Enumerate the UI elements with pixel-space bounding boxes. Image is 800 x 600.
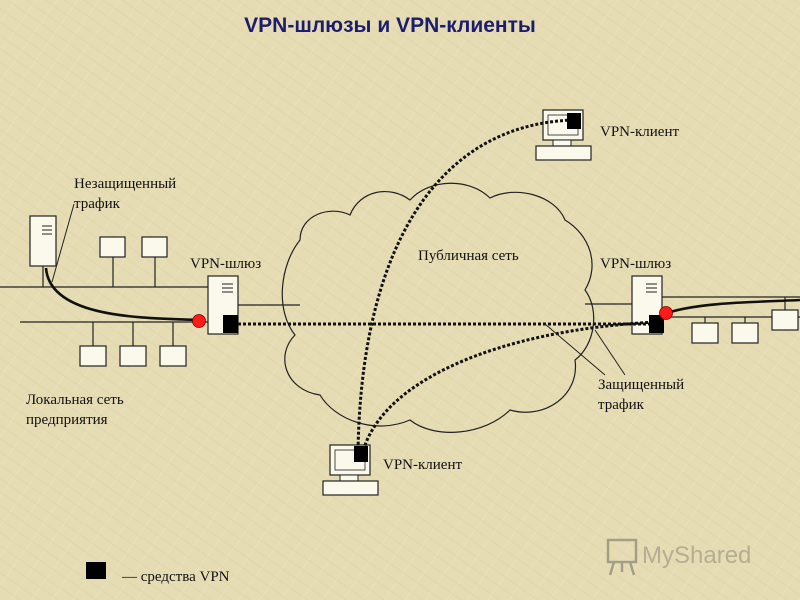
vpn-marker-gateway-right [649, 315, 664, 333]
label-unprotected-traffic-2: трафик [74, 196, 121, 212]
lan-workstation [119, 322, 147, 367]
leader-line-protected [594, 329, 626, 376]
protected-tunnel-top-client [356, 118, 574, 456]
lan-workstation [79, 322, 107, 367]
lan-workstation [159, 322, 187, 367]
label-local-network-2: предприятия [26, 412, 108, 428]
watermark-text: MyShared [642, 542, 751, 569]
watermark: MyShared [606, 538, 751, 576]
label-vpn-gateway-right: VPN-шлюз [600, 256, 671, 272]
vpn-marker-client-top [567, 113, 581, 129]
legend-vpn-marker [86, 562, 106, 579]
label-vpn-client-bottom: VPN-клиент [383, 457, 462, 473]
label-protected-traffic-1: Защищенный [598, 377, 684, 393]
lan-workstation [99, 236, 126, 287]
label-unprotected-traffic-1: Незащищенный [74, 176, 176, 192]
page-title: VPN-шлюзы и VPN-клиенты [244, 14, 536, 37]
local-server [29, 215, 57, 287]
label-vpn-client-top: VPN-клиент [600, 124, 679, 140]
leader-line-unprotected [51, 203, 75, 283]
lan-workstation [771, 297, 799, 331]
label-public-network: Публичная сеть [418, 248, 519, 264]
unprotected-traffic-left [44, 267, 201, 322]
vpn-marker-gateway-left [223, 315, 238, 333]
public-network-cloud [281, 182, 595, 433]
unprotected-traffic-right [666, 298, 800, 315]
traffic-dot-left [192, 314, 206, 328]
lan-workstation [731, 317, 759, 344]
vpn-marker-client-bottom [354, 446, 368, 462]
presentation-screen-icon [606, 538, 638, 576]
protected-tunnel-bottom-client [360, 320, 657, 456]
lan-workstation [141, 236, 168, 287]
legend-label: — средства VPN [121, 569, 230, 585]
vpn-client-bottom [322, 444, 379, 496]
label-protected-traffic-2: трафик [598, 397, 645, 413]
vpn-client-top [535, 109, 592, 161]
leader-line-protected [544, 323, 606, 376]
label-vpn-gateway-left: VPN-шлюз [190, 256, 261, 272]
traffic-dot-right [659, 306, 673, 320]
lan-workstation [691, 317, 719, 344]
label-local-network-1: Локальная сеть [26, 392, 124, 408]
